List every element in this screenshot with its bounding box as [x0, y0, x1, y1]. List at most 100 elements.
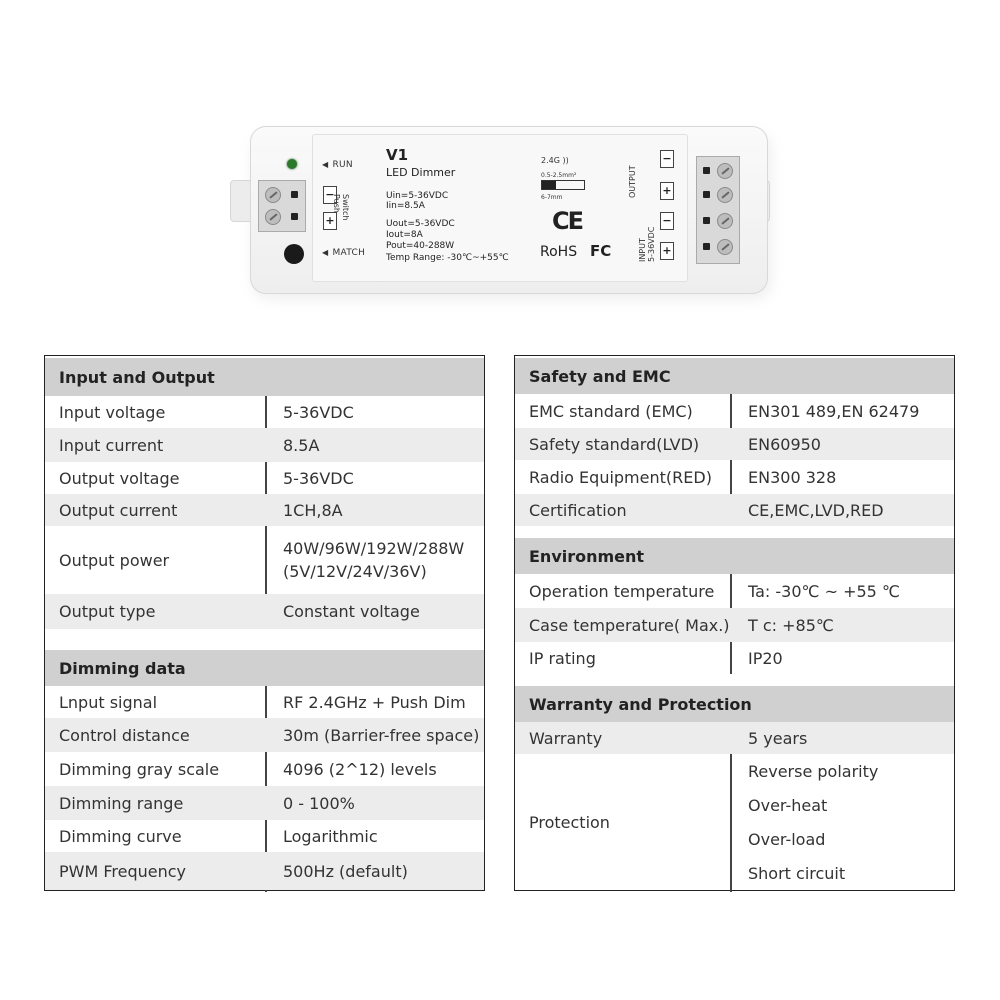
table-row: Dimming gray scale 4096 (2^12) levels: [45, 752, 484, 786]
section-title: Environment: [529, 546, 645, 566]
wire-strip-icon: [541, 180, 585, 190]
input-spec-line: Iin=8.5A: [386, 201, 425, 211]
push-switch-terminal: [258, 180, 306, 232]
row-label: Output type: [59, 602, 156, 621]
protection-list: Reverse polarity Over-heat Over-load Sho…: [748, 754, 878, 890]
value-text: 8.5A: [283, 435, 320, 455]
row-value: 5-36VDC: [283, 396, 354, 428]
spec-table-left: Input and Output Input voltage 5-36VDC I…: [44, 355, 485, 892]
minus-sign: −: [323, 186, 337, 204]
value-text: 30m (Barrier-free space): [283, 725, 480, 745]
wire-hole: [703, 191, 710, 198]
value-text: 5 years: [748, 728, 808, 748]
wire-hole: [703, 217, 710, 224]
list-item: Over-heat: [748, 795, 828, 815]
input-spec-line: Uin=5-36VDC: [386, 191, 449, 201]
row-label: Safety standard(LVD): [529, 434, 700, 454]
table-row: Input voltage 5-36VDC: [45, 396, 484, 428]
row-value: 0 - 100%: [283, 786, 355, 820]
switch-push-label: Switch Push: [332, 194, 350, 221]
table-row: Output type Constant voltage: [45, 594, 484, 629]
value-text: 40W/96W/192W/288W: [283, 539, 465, 558]
row-label: Dimming gray scale: [59, 759, 220, 779]
row-label: Control distance: [59, 725, 190, 745]
section-title: Warranty and Protection: [529, 694, 752, 714]
led-dimmer-device: ◀RUN ◀MATCH − + Switch Push V1 LED Dimme…: [0, 0, 1000, 320]
list-item: Short circuit: [748, 863, 846, 883]
output-spec-line: Iout=8A: [386, 230, 423, 240]
section-title: Input and Output: [59, 367, 215, 387]
match-button[interactable]: [284, 244, 304, 264]
row-value: Logarithmic: [283, 820, 378, 852]
row-label: Output power: [59, 550, 170, 570]
screw-icon: [265, 209, 281, 225]
table-row: IP rating IP20: [515, 642, 954, 674]
wire-hole: [291, 191, 298, 198]
list-item: Reverse polarity: [748, 761, 879, 781]
row-label: IP rating: [529, 648, 596, 668]
section-header: Input and Output: [45, 358, 484, 396]
wire-hole: [703, 167, 710, 174]
value-text: Constant voltage: [283, 602, 420, 621]
row-label: EMC standard (EMC): [529, 401, 693, 421]
power-terminal: [696, 156, 740, 264]
value-text: 4096 (2^12) levels: [283, 759, 437, 779]
row-value: EN301 489,EN 62479: [748, 394, 919, 428]
value-text: Ta: -30℃ ~ +55 ℃: [748, 581, 900, 601]
row-label: Certification: [529, 500, 627, 520]
screw-icon: [717, 239, 733, 255]
value-text: IP20: [748, 648, 783, 668]
row-value: IP20: [748, 642, 783, 674]
value-text: CE,EMC,LVD,RED: [748, 500, 884, 520]
value-text: 5-36VDC: [283, 468, 354, 488]
column-divider: [730, 394, 732, 526]
section-header: Warranty and Protection: [515, 686, 954, 722]
table-row: Control distance 30m (Barrier-free space…: [45, 718, 484, 752]
table-row: Certification CE,EMC,LVD,RED: [515, 494, 954, 526]
table-row: Input current 8.5A: [45, 428, 484, 462]
section-title: Safety and EMC: [529, 366, 671, 386]
row-value: 500Hz (default): [283, 852, 408, 890]
row-value: 4096 (2^12) levels: [283, 752, 437, 786]
plus-sign: +: [323, 212, 337, 230]
section-header: Environment: [515, 538, 954, 574]
row-label: Operation temperature: [529, 581, 715, 601]
table-row: Warranty 5 years: [515, 722, 954, 754]
row-label: Input voltage: [59, 402, 166, 422]
table-row: Output voltage 5-36VDC: [45, 462, 484, 494]
screw-icon: [717, 213, 733, 229]
rf-label: 2.4G )): [541, 156, 569, 165]
arrow-left-icon: ◀: [322, 248, 329, 257]
table-row: Safety standard(LVD) EN60950: [515, 428, 954, 460]
table-row: EMC standard (EMC) EN301 489,EN 62479: [515, 394, 954, 428]
section-header: Dimming data: [45, 650, 484, 686]
row-label: Dimming curve: [59, 826, 182, 846]
value-text: Logarithmic: [283, 826, 378, 846]
row-value: 1CH,8A: [283, 494, 343, 526]
table-row: Radio Equipment(RED) EN300 328: [515, 460, 954, 494]
output-spec-line: Pout=40-288W: [386, 241, 455, 251]
wire-hole: [703, 243, 710, 250]
table-row: Protection Reverse polarity Over-heat Ov…: [515, 754, 954, 890]
section-header: Safety and EMC: [515, 358, 954, 394]
ce-mark: CE: [552, 207, 584, 235]
fc-mark: FC: [590, 242, 612, 260]
row-label: Protection: [529, 812, 610, 832]
value-text: T c: +85℃: [748, 615, 834, 635]
rohs-mark: RoHS: [540, 244, 578, 260]
output-spec-line: Uout=5-36VDC: [386, 219, 455, 229]
list-item: Over-load: [748, 829, 826, 849]
section-title: Dimming data: [59, 658, 186, 678]
row-label: Radio Equipment(RED): [529, 467, 712, 487]
wire-size-label: 0.5-2.5mm²: [541, 172, 577, 179]
row-label: Output voltage: [59, 468, 180, 488]
row-label: Lnput signal: [59, 692, 158, 712]
screw-icon: [717, 163, 733, 179]
table-row: Dimming range 0 - 100%: [45, 786, 484, 820]
row-label: Warranty: [529, 728, 603, 748]
arrow-left-icon: ◀: [322, 160, 329, 169]
table-row: PWM Frequency 500Hz (default): [45, 852, 484, 890]
row-value: RF 2.4GHz + Push Dim: [283, 686, 466, 718]
temp-range-line: Temp Range: -30℃~+55℃: [386, 253, 509, 263]
value-text: 5-36VDC: [283, 402, 354, 422]
